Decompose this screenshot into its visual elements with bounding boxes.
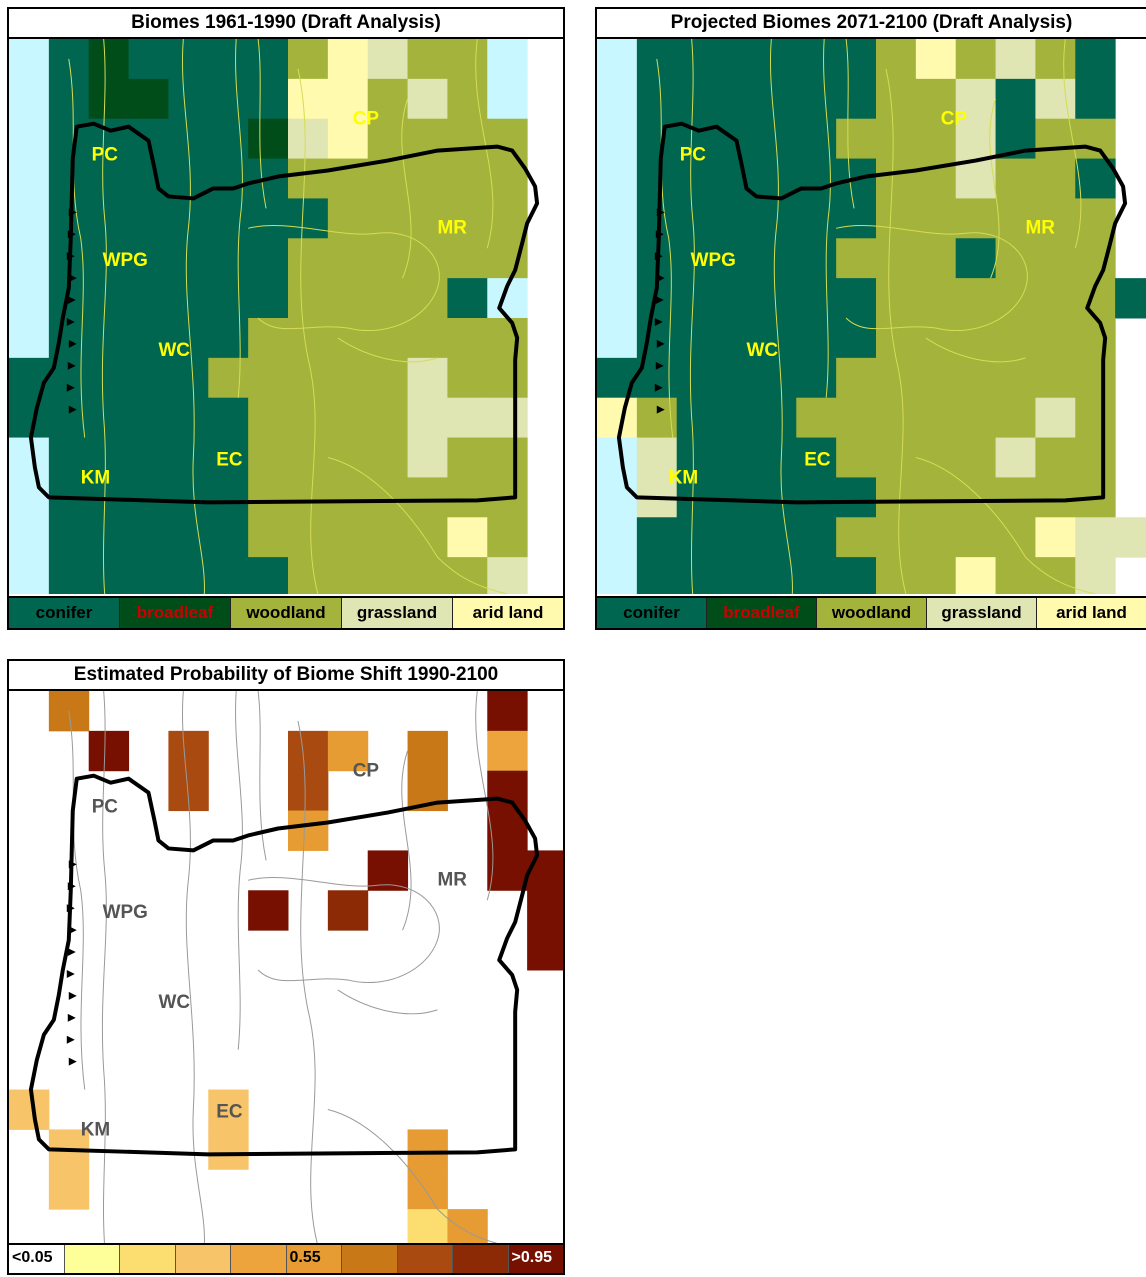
region-label-km: KM	[81, 467, 110, 488]
panel-title: Projected Biomes 2071-2100 (Draft Analys…	[597, 9, 1146, 39]
region-label-km: KM	[81, 1119, 110, 1140]
region-label-mr: MR	[437, 869, 467, 890]
probability-legend-swatch-7	[397, 1245, 453, 1273]
legend-item-arid-land: arid land	[1037, 598, 1146, 628]
legend-item-woodland: woodland	[231, 598, 342, 628]
legend-item-woodland: woodland	[817, 598, 927, 628]
region-label-cp: CP	[941, 109, 967, 130]
region-label-wc: WC	[158, 340, 190, 361]
legend-item-broadleaf: broadleaf	[120, 598, 231, 628]
probability-map: PC WPG WC KM EC CP MR	[9, 691, 563, 1243]
region-label-ec: EC	[804, 449, 831, 470]
region-label-pc: PC	[680, 145, 707, 166]
panel-title: Estimated Probability of Biome Shift 199…	[9, 661, 563, 691]
biome-shift-probability-panel: Estimated Probability of Biome Shift 199…	[7, 659, 565, 1275]
probability-legend-swatch-6	[342, 1245, 398, 1273]
region-label-ec: EC	[216, 1101, 243, 1122]
region-label-mr: MR	[1025, 217, 1055, 238]
region-label-ec: EC	[216, 449, 243, 470]
historical-biomes-panel: Biomes 1961-1990 (Draft Analysis) PC WPG W…	[7, 7, 565, 630]
probability-legend-swatch-1	[64, 1245, 120, 1273]
probability-legend-swatch-9: >0.95	[508, 1245, 563, 1273]
region-label-pc: PC	[92, 145, 119, 166]
probability-legend-swatch-5: 0.55	[286, 1245, 342, 1273]
legend-item-arid-land: arid land	[453, 598, 563, 628]
probability-legend-swatch-0: <0.05	[9, 1245, 65, 1273]
probability-legend-swatch-8	[453, 1245, 509, 1273]
region-label-cp: CP	[353, 761, 379, 782]
biome-map-1961-1990: PC WPG WC KM EC CP MR	[9, 39, 563, 594]
biome-map-2071-2100: PC WPG WC KM EC CP MR	[597, 39, 1146, 594]
legend-item-grassland: grassland	[927, 598, 1037, 628]
region-label-pc: PC	[92, 797, 119, 818]
region-label-cp: CP	[353, 109, 379, 130]
legend-item-grassland: grassland	[342, 598, 453, 628]
legend-item-conifer: conifer	[9, 598, 120, 628]
region-label-wpg: WPG	[103, 250, 148, 271]
projected-biomes-panel: Projected Biomes 2071-2100 (Draft Analys…	[595, 7, 1146, 630]
probability-legend-swatch-4	[231, 1245, 287, 1273]
probability-legend-swatch-3	[175, 1245, 231, 1273]
panel-title: Biomes 1961-1990 (Draft Analysis)	[9, 9, 563, 39]
region-label-wc: WC	[158, 992, 190, 1013]
probability-legend: <0.05 0.55 >0.95	[9, 1243, 563, 1273]
region-label-km: KM	[669, 467, 698, 488]
region-label-wpg: WPG	[691, 250, 736, 271]
region-label-wpg: WPG	[103, 902, 148, 923]
region-label-wc: WC	[746, 340, 778, 361]
legend-item-conifer: conifer	[597, 598, 707, 628]
legend-item-broadleaf: broadleaf	[707, 598, 817, 628]
probability-legend-swatch-2	[120, 1245, 176, 1273]
region-label-mr: MR	[437, 217, 467, 238]
